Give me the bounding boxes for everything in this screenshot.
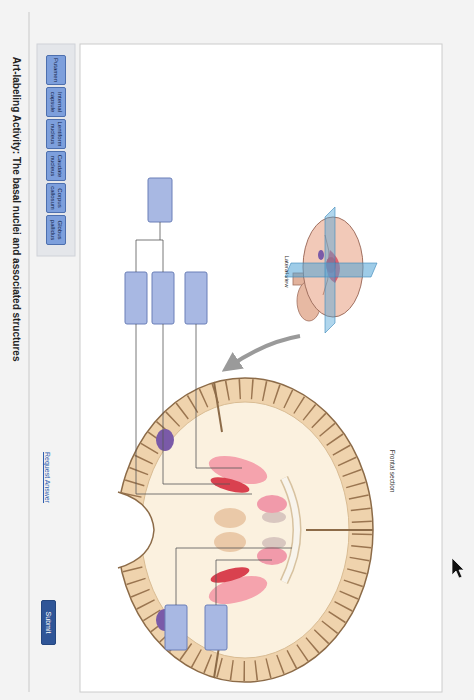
label-tile: Caudate nucleus	[46, 151, 66, 181]
label-tile: Internal capsule	[46, 87, 66, 117]
view-arrow	[230, 336, 300, 366]
tile-text: Putamen	[53, 57, 60, 83]
label-tile: Globus pallidus	[46, 215, 66, 245]
label-tile: Lentiform nucleus	[46, 119, 66, 149]
label-tile: Corpus callosum	[46, 183, 66, 213]
leader-lines	[136, 222, 292, 605]
activity-title: Art-labeling Activity: The basal nuclei …	[10, 57, 22, 363]
frontal-section	[105, 378, 373, 682]
tile-text: Corpus callosum	[49, 185, 62, 211]
view-label: Frontal section	[388, 450, 395, 494]
label-bank	[37, 44, 75, 256]
request-answer-link: Request Answer	[43, 452, 51, 504]
tile-text: Internal capsule	[49, 89, 62, 115]
diagram-panel	[80, 44, 442, 692]
title-rule	[29, 12, 30, 692]
view-label: Lateral view	[284, 255, 291, 289]
label-tile: Putamen	[46, 55, 66, 85]
tile-text: Globus pallidus	[49, 217, 62, 243]
button-text: Submit	[44, 611, 52, 634]
submit-button: Submit	[41, 600, 56, 645]
mouse-cursor	[452, 558, 464, 578]
lateral-view-brain	[285, 207, 377, 333]
tile-text: Caudate nucleus	[49, 153, 62, 179]
tile-text: Lentiform nucleus	[49, 121, 62, 147]
